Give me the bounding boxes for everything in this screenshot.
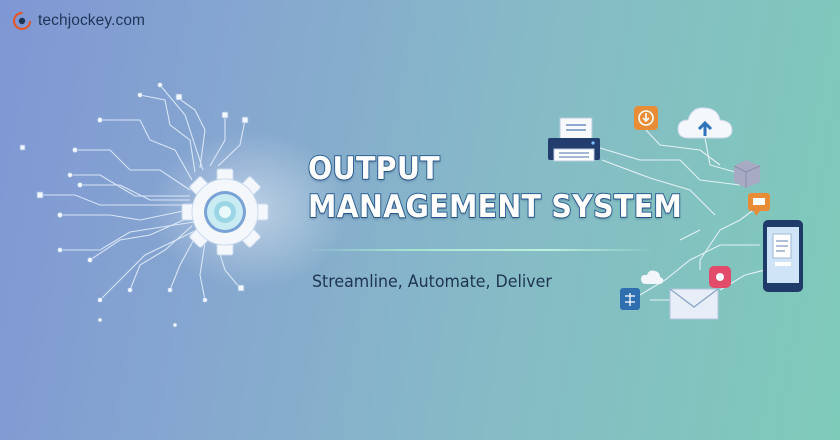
brand-name: techjockey.com: [38, 12, 146, 29]
small-cloud-icon: [641, 270, 664, 284]
techjockey-logo-icon: [12, 11, 32, 31]
banner-title: OUTPUT MANAGEMENT SYSTEM: [307, 150, 683, 226]
title-divider: [312, 249, 650, 251]
techjockey-logo[interactable]: techjockey.com: [12, 8, 145, 34]
title-line-2: MANAGEMENT SYSTEM: [307, 188, 683, 226]
chat-icon: [748, 193, 770, 216]
title-line-1: OUTPUT: [307, 150, 441, 188]
gear-icon: [181, 168, 269, 256]
connection-lines: [599, 129, 766, 301]
circuit-lines: [40, 84, 246, 301]
box-icon: [733, 160, 761, 188]
fax-icon: [620, 288, 640, 310]
email-icon: [669, 288, 719, 320]
smartphone-icon: [763, 220, 803, 292]
record-icon: [709, 266, 731, 288]
cloud-upload-icon: [677, 107, 733, 139]
download-icon: [634, 106, 658, 130]
banner-subtitle: Streamline, Automate, Deliver: [312, 272, 552, 292]
printer-icon: [548, 117, 600, 162]
circuit-nodes: [19, 82, 249, 328]
